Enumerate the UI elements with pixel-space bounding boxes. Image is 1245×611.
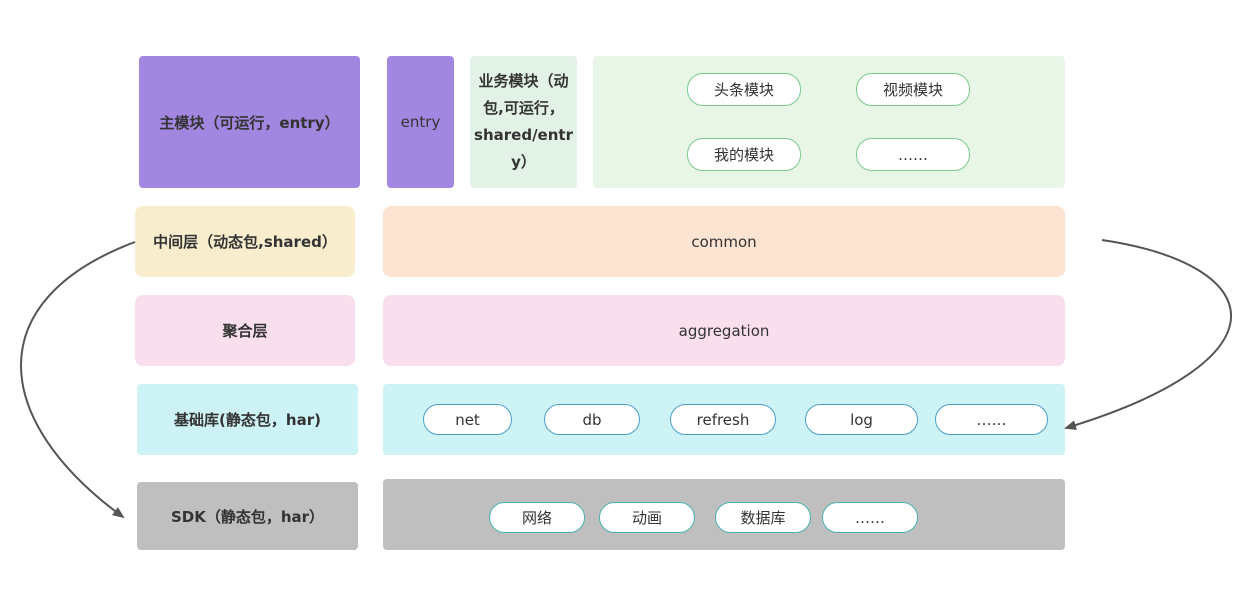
entry-box: entry — [387, 56, 454, 188]
base-pill-label: …… — [976, 410, 1007, 429]
module-pill-label: 头条模块 — [713, 81, 774, 99]
sdk-pill-label: 网络 — [521, 509, 552, 527]
entry-label: entry — [400, 113, 441, 131]
base-pill-label: log — [850, 410, 873, 429]
sdk-pill-database: 数据库 — [715, 502, 811, 533]
module-pill-more: …… — [856, 138, 970, 171]
sdk-pill-label: 动画 — [631, 509, 662, 527]
base-library-box: 基础库(静态包，har) — [137, 384, 358, 455]
sdk-pill-label: …… — [855, 508, 885, 527]
module-pill-toutiao: 头条模块 — [687, 73, 801, 106]
aggregation-box: aggregation — [383, 295, 1065, 366]
module-pill-label: …… — [898, 145, 928, 164]
module-pill-label: 视频模块 — [882, 81, 943, 99]
base-library-label: 基础库(静态包，har) — [174, 411, 321, 429]
sdk-pill-network: 网络 — [489, 502, 585, 533]
module-pill-label: 我的模块 — [713, 146, 774, 164]
sdk-pill-label: 数据库 — [740, 509, 786, 527]
main-module-box: 主模块（可运行，entry） — [139, 56, 360, 188]
base-pill-log: log — [805, 404, 918, 435]
base-pill-more: …… — [935, 404, 1048, 435]
sdk-pill-more: …… — [822, 502, 918, 533]
aggregation-label: aggregation — [678, 321, 770, 340]
base-pill-label: refresh — [696, 410, 750, 429]
business-label-line: shared/entr — [474, 126, 573, 144]
business-module-label: 业务模块（动 包,可运行， shared/entr y） — [474, 68, 573, 176]
sdk-box: SDK（静态包，har） — [137, 482, 358, 550]
sdk-pill-animation: 动画 — [599, 502, 695, 533]
common-label: common — [691, 232, 757, 251]
module-pill-video: 视频模块 — [856, 73, 970, 106]
left-curved-arrow — [20, 241, 136, 519]
business-label-line: 包,可运行， — [483, 99, 564, 117]
base-pill-refresh: refresh — [670, 404, 776, 435]
business-module-box: 业务模块（动 包,可运行， shared/entr y） — [470, 56, 577, 188]
right-curved-arrow — [1064, 239, 1232, 430]
main-module-label: 主模块（可运行，entry） — [159, 113, 340, 132]
module-pill-mine: 我的模块 — [687, 138, 801, 171]
base-pill-db: db — [544, 404, 640, 435]
business-modules-area — [593, 56, 1065, 188]
sdk-label: SDK（静态包，har） — [170, 507, 325, 526]
middle-layer-box: 中间层（动态包,shared） — [135, 206, 355, 277]
base-pill-net: net — [423, 404, 512, 435]
base-pill-label: net — [455, 410, 480, 429]
aggregation-layer-box: 聚合层 — [135, 295, 355, 366]
aggregation-layer-label: 聚合层 — [222, 322, 268, 340]
business-label-line: 业务模块（动 — [478, 72, 569, 90]
common-box: common — [383, 206, 1065, 277]
base-pill-label: db — [582, 410, 602, 429]
business-label-line: y） — [511, 153, 536, 171]
middle-layer-label: 中间层（动态包,shared） — [153, 233, 337, 251]
